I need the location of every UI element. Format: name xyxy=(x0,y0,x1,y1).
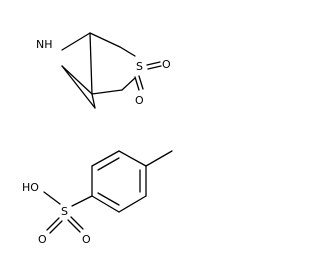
bond xyxy=(118,150,147,167)
double-bond xyxy=(134,76,140,91)
oxygen-atom-label: O xyxy=(38,233,47,246)
bond xyxy=(89,32,121,48)
sulfur-atom-label: S xyxy=(61,205,68,218)
oxygen-atom-label: O xyxy=(135,94,144,107)
bond xyxy=(61,65,93,95)
bond xyxy=(61,32,91,51)
double-bond xyxy=(67,219,81,233)
nh-atom-label: NH xyxy=(36,38,53,51)
double-bond xyxy=(97,192,120,206)
bond xyxy=(121,77,136,91)
bond xyxy=(91,89,123,95)
double-bond xyxy=(147,65,162,70)
double-bond xyxy=(138,75,144,90)
double-bond xyxy=(97,157,120,171)
hydroxyl-atom-label: HO xyxy=(22,181,39,194)
double-bond xyxy=(46,217,60,231)
double-bond xyxy=(70,216,84,230)
chemical-structure-drawing: NH S O O HO S O O xyxy=(22,32,173,246)
bond xyxy=(91,93,96,109)
bond xyxy=(118,195,147,213)
bond xyxy=(145,150,173,167)
sulfur-atom-label: S xyxy=(136,60,143,73)
bond xyxy=(61,65,96,109)
bond xyxy=(91,150,120,167)
oxygen-atom-label: O xyxy=(82,233,91,246)
bond xyxy=(119,46,136,57)
toluenesulfonic-acid-molecule: HO S O O xyxy=(22,150,173,246)
bond xyxy=(43,191,61,205)
bicyclic-sulfone-molecule: NH S O O xyxy=(36,32,171,109)
bond xyxy=(71,195,93,207)
bond xyxy=(89,32,93,95)
oxygen-atom-label: O xyxy=(162,58,171,71)
double-bond xyxy=(146,61,161,66)
double-bond xyxy=(49,220,63,234)
bond xyxy=(91,195,120,213)
